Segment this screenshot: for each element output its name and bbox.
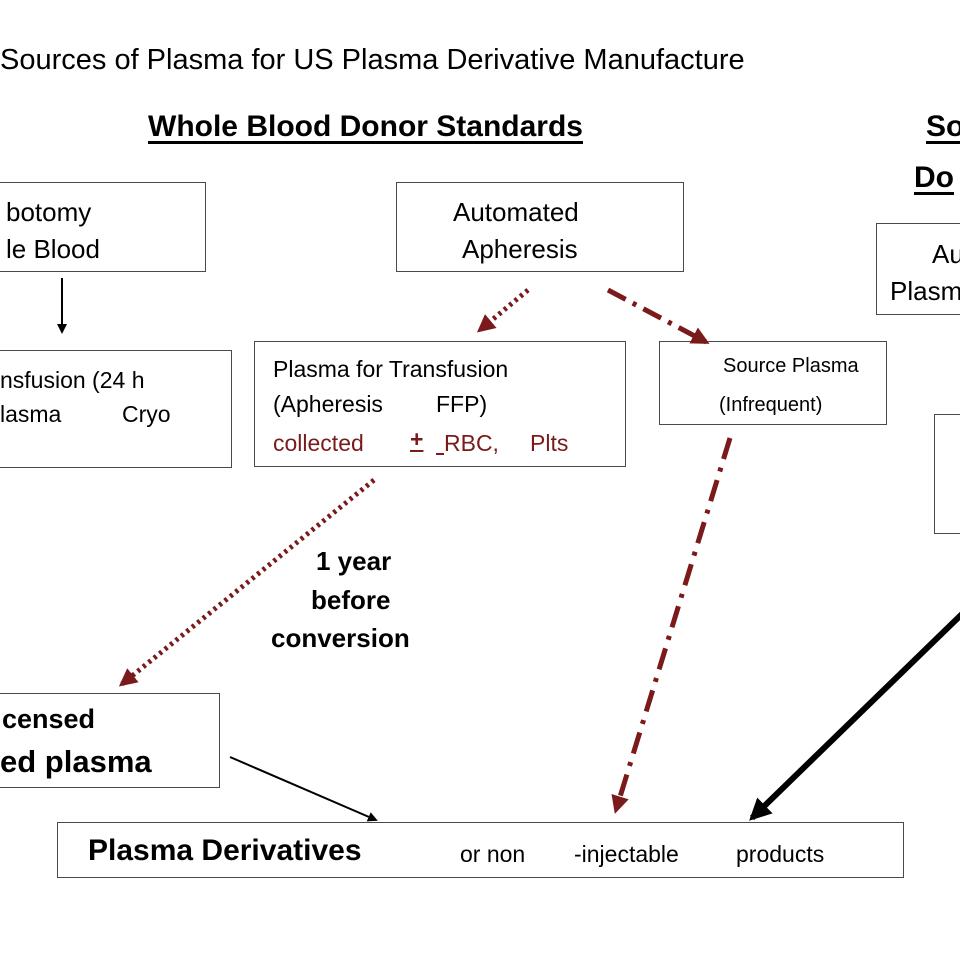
automated-apheresis-line1: Automated xyxy=(453,197,579,227)
apheresis-ffp-line1: Plasma for Transfusion xyxy=(273,356,509,382)
source-plasma-box xyxy=(659,341,887,425)
recovered-plasma-box xyxy=(0,693,220,788)
right-automated-plasmapheresis-box xyxy=(876,223,960,315)
source-standards-header-line2: Do xyxy=(914,161,954,194)
right-middle-box xyxy=(934,414,960,534)
phlebotomy-whole-blood-box xyxy=(0,182,206,272)
derivatives-rest-3: products xyxy=(736,841,825,867)
whole-blood-standards-header: Whole Blood Donor Standards xyxy=(148,110,583,143)
source-standards-header-line1: So xyxy=(926,110,960,143)
plasma-derivatives-box xyxy=(57,822,904,878)
automated-apheresis-box xyxy=(396,182,684,272)
transfusion-line1: nsfusion (24 h xyxy=(0,367,145,393)
apheresis-ffp-box xyxy=(254,341,626,467)
recovered-plasma-line1: censed xyxy=(2,704,96,734)
plus-minus-symbol: + xyxy=(410,426,424,452)
apheresis-ffp-plts: Plts xyxy=(530,430,569,456)
phlebotomy-line2: le Blood xyxy=(6,234,100,264)
arrow-source-plasma-to-derivatives xyxy=(611,437,733,814)
automated-apheresis-line2: Apheresis xyxy=(462,234,578,264)
transfusion-line2a: lasma xyxy=(0,401,62,427)
apheresis-ffp-collected: collected xyxy=(273,430,364,456)
source-plasma-line1: Source Plasma xyxy=(723,355,859,377)
conversion-note-line2: before xyxy=(311,585,391,615)
apheresis-ffp-line2b: FFP) xyxy=(436,391,488,417)
source-plasma-line2: (Infrequent) xyxy=(719,394,823,416)
plasma-derivatives-label: Plasma Derivatives xyxy=(88,834,362,867)
conversion-note-line1: 1 year xyxy=(316,546,392,576)
arrow-apheresis-to-source-plasma xyxy=(606,287,710,345)
phlebotomy-line1: botomy xyxy=(6,197,92,227)
right-box-line2: Plasm xyxy=(890,276,960,306)
derivatives-rest-1: or non xyxy=(460,841,526,867)
transfusion-line2b: Cryo xyxy=(122,401,171,427)
right-box-line1: Au xyxy=(932,239,960,269)
plus-minus-underline xyxy=(436,432,444,455)
transfusion-plasma-box xyxy=(0,350,232,468)
page-title: Sources of Plasma for US Plasma Derivati… xyxy=(0,44,745,76)
recovered-plasma-line2: ed plasma xyxy=(0,744,152,779)
arrow-ffp-to-recovered xyxy=(118,478,376,687)
apheresis-ffp-rbc: RBC, xyxy=(444,430,499,456)
apheresis-ffp-line2a: (Apheresis xyxy=(273,391,383,417)
derivatives-rest-2: -injectable xyxy=(574,841,679,867)
arrow-apheresis-to-ffp xyxy=(476,288,530,333)
conversion-note-line3: conversion xyxy=(271,623,410,653)
arrow-right-to-derivatives xyxy=(749,611,960,821)
arrow-recovered-to-derivatives xyxy=(229,756,378,822)
